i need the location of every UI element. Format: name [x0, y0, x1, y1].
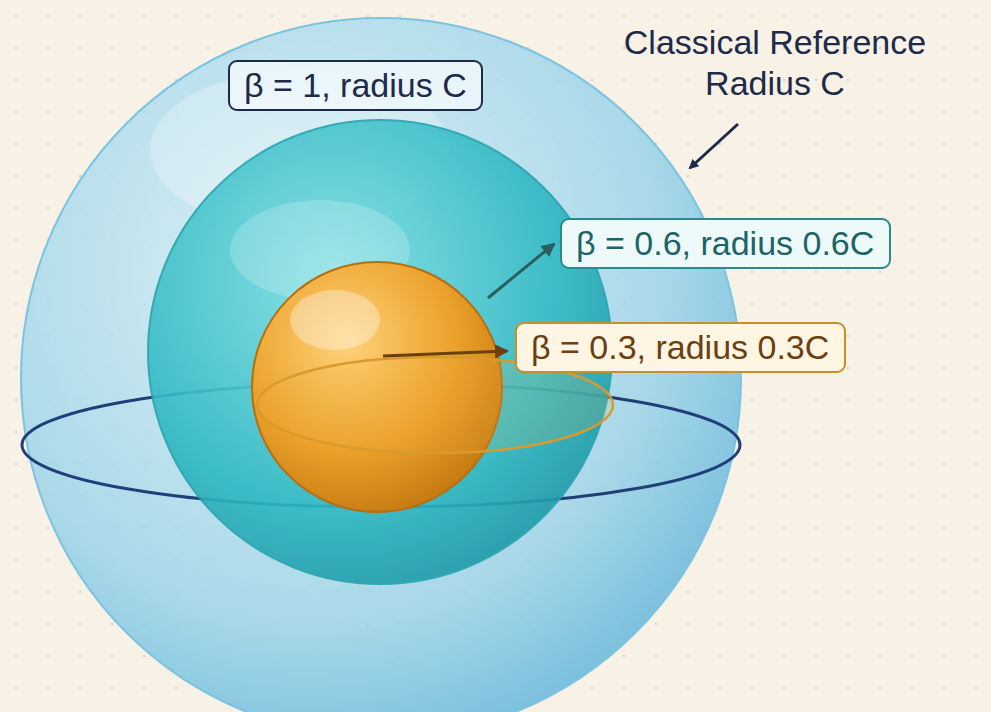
beta-label-box: β = 1, radius C [228, 60, 483, 111]
callout-label: Classical Reference Radius C [590, 22, 960, 105]
beta-label-box: β = 0.6, radius 0.6C [560, 218, 891, 269]
label-text: β = 0.6, radius 0.6C [576, 223, 874, 264]
label-text: β = 1, radius C [244, 65, 467, 106]
label-text: β = 0.3, radius 0.3C [531, 327, 829, 368]
beta-label-box: β = 0.3, radius 0.3C [515, 322, 846, 373]
